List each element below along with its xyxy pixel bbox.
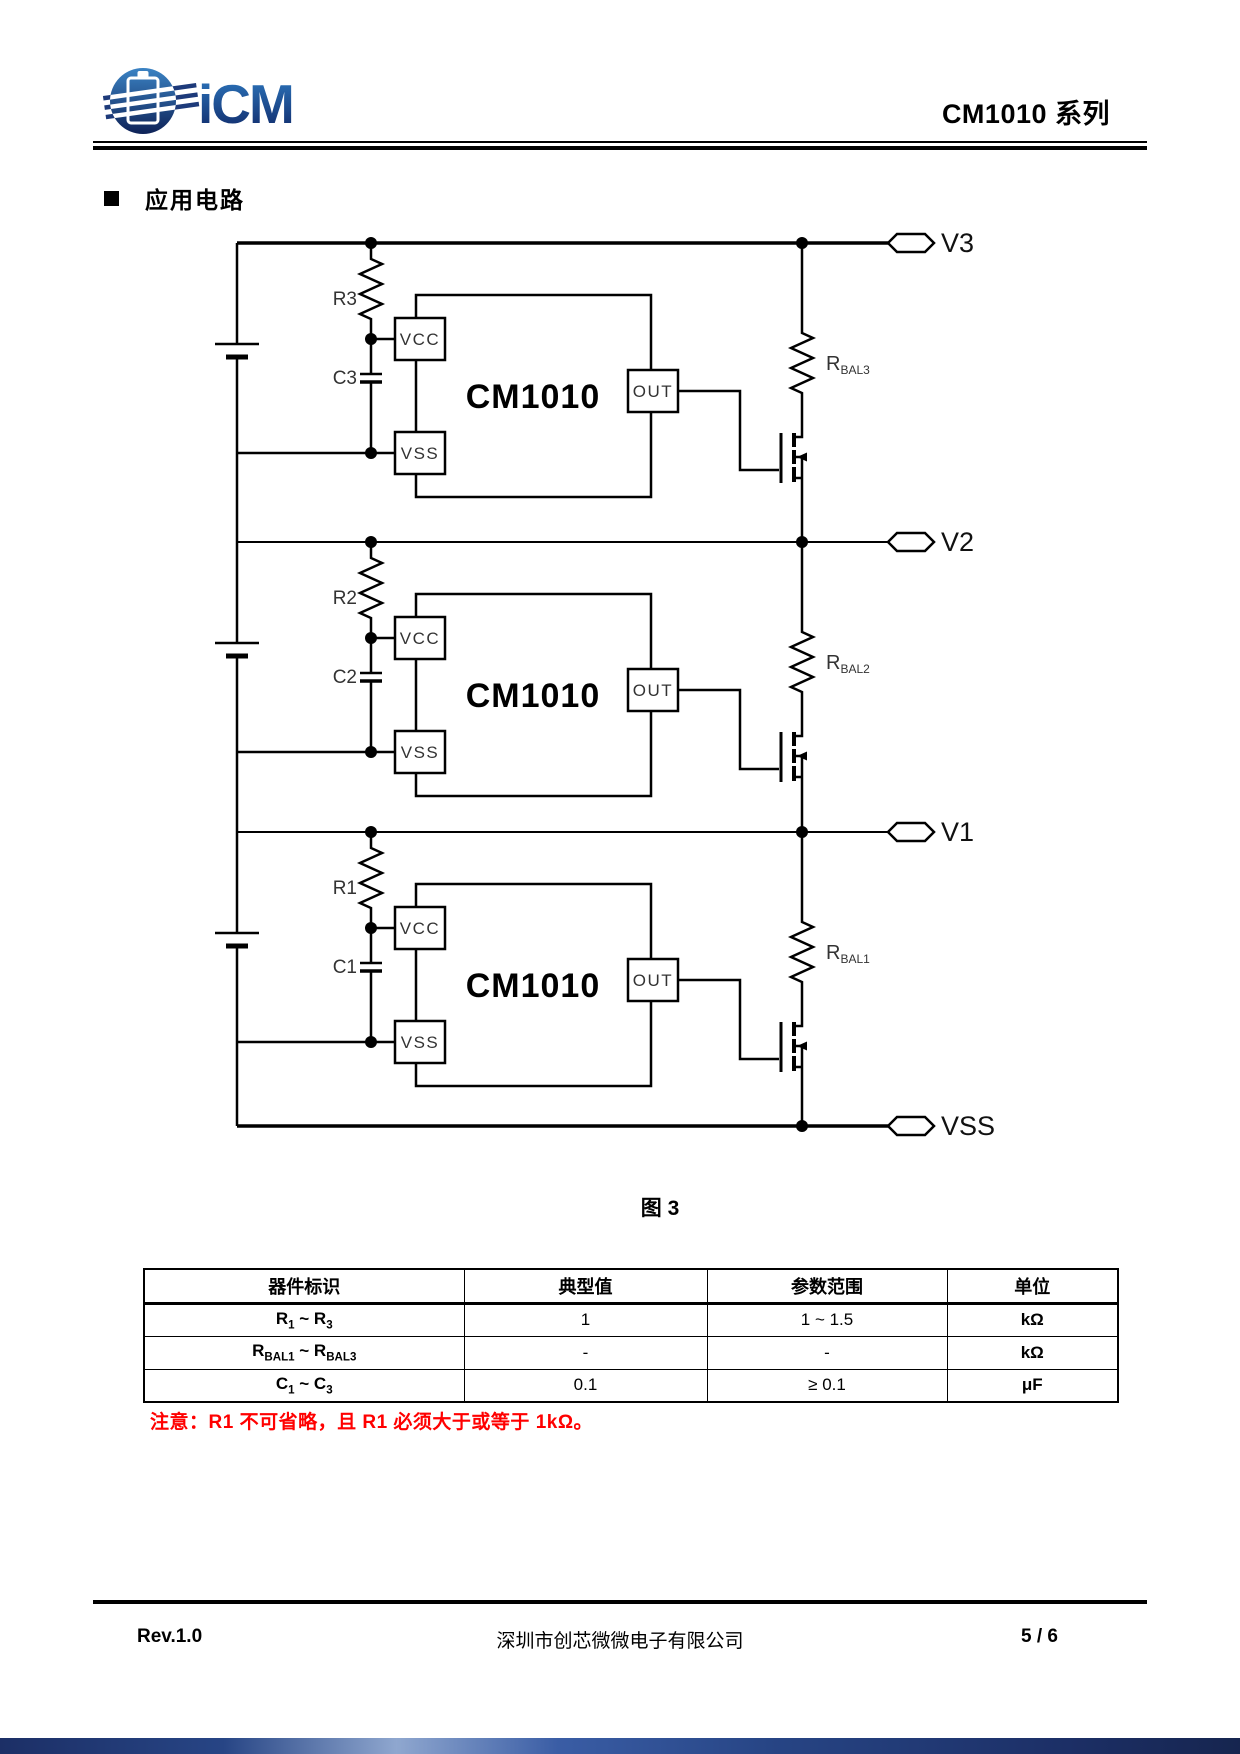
cell-typical: -: [463, 1335, 708, 1370]
resistor-label-rbal2: RBAL2: [826, 652, 870, 676]
footer-rule: [93, 1600, 1147, 1604]
pin-box-vcc: [393, 615, 447, 661]
pin-label-out: OUT: [633, 382, 673, 401]
resistor-label-r1: R1: [333, 878, 357, 899]
cell-typical: 1: [463, 1302, 708, 1337]
mosfet-2: [779, 732, 807, 832]
terminal-v3: [886, 232, 936, 254]
resistor-label-rbal1: RBAL1: [826, 942, 870, 966]
terminal-v2: [886, 531, 936, 553]
resistor-rbal3: [787, 243, 817, 439]
col-header-typical: 典型值: [463, 1268, 708, 1305]
table-row-r: R1 ~ R3 1 1 ~ 1.5 kΩ: [143, 1302, 1119, 1337]
out-to-gate-wire: [678, 389, 779, 472]
pin-box-vss: [393, 430, 447, 476]
battery-cell-1-icon: [215, 931, 259, 949]
col-header-unit: 单位: [946, 1268, 1119, 1305]
figure-caption: 图 3: [640, 1197, 680, 1220]
pin-box-out: [626, 368, 680, 414]
col-header-designator: 器件标识: [143, 1268, 465, 1305]
out-to-gate-wire: [678, 688, 779, 771]
cell-unit: μF: [946, 1368, 1119, 1403]
logo-text: iCM: [198, 73, 293, 135]
cell-range: ≥ 0.1: [706, 1368, 948, 1403]
resistor-rbal2: [787, 542, 817, 738]
capacitor-label-c3: C3: [333, 368, 357, 389]
chip-outline: [414, 592, 653, 798]
terminal-label-vss: VSS: [941, 1111, 995, 1141]
col-header-range: 参数范围: [706, 1268, 948, 1305]
pin-label-vcc: VCC: [400, 330, 440, 349]
cell-designator: C1 ~ C3: [143, 1368, 465, 1403]
terminal-label-v1: V1: [941, 817, 974, 847]
footer-page-number: 5 / 6: [1021, 1626, 1058, 1647]
footer-company: 深圳市创芯微微电子有限公司: [496, 1631, 744, 1652]
terminal-v1: [886, 821, 936, 843]
out-to-gate-wire: [678, 978, 779, 1061]
capacitor-c1: [360, 961, 382, 973]
resistor-r2: [356, 542, 386, 638]
cell-range: 1 ~ 1.5: [706, 1302, 948, 1337]
pin-box-vss: [393, 1019, 447, 1065]
terminal-vss: [886, 1115, 936, 1137]
battery-cell-2-icon: [215, 641, 259, 659]
chip-outline: [414, 293, 653, 499]
resistor-label-rbal3: RBAL3: [826, 353, 870, 377]
cell-designator: RBAL1 ~ RBAL3: [143, 1335, 465, 1370]
resistor-label-r3: R3: [333, 289, 357, 310]
section-heading: 应用电路: [104, 181, 245, 215]
pin-label-out: OUT: [633, 681, 673, 700]
pin-label-vss: VSS: [401, 1033, 440, 1052]
pin-box-vss: [393, 729, 447, 775]
terminal-label-v3: V3: [941, 228, 974, 258]
footer-revision: Rev.1.0: [137, 1626, 203, 1647]
pin-box-vcc: [393, 316, 447, 362]
bottom-brand-bar: [0, 1738, 1240, 1754]
capacitor-label-c2: C2: [333, 667, 357, 688]
cell-unit: kΩ: [946, 1302, 1119, 1337]
table-row-rbal: RBAL1 ~ RBAL3 - - kΩ: [143, 1335, 1119, 1370]
cm1010-block-3: CM1010 VCC VSS OUT R3 C3 RBAL3 V3: [237, 228, 974, 542]
chip-outline: [414, 882, 653, 1088]
chip-label: CM1010: [466, 677, 601, 715]
section-title: 应用电路: [145, 187, 245, 213]
terminal-label-v2: V2: [941, 527, 974, 557]
cell-range: -: [706, 1335, 948, 1370]
resistor-rbal1: [787, 832, 817, 1028]
cell-unit: kΩ: [946, 1335, 1119, 1370]
table-row-c: C1 ~ C3 0.1 ≥ 0.1 μF: [143, 1368, 1119, 1403]
pin-label-vcc: VCC: [400, 629, 440, 648]
header-rule: [93, 141, 1147, 150]
resistor-label-r2: R2: [333, 588, 357, 609]
capacitor-c3: [360, 372, 382, 384]
chip-label: CM1010: [466, 378, 601, 416]
capacitor-label-c1: C1: [333, 957, 357, 978]
page-title: CM1010 系列: [941, 99, 1110, 129]
table-header-row: 器件标识 典型值 参数范围 单位: [143, 1268, 1119, 1305]
resistor-r1: [356, 832, 386, 928]
square-bullet-icon: [104, 190, 119, 206]
pin-label-vcc: VCC: [400, 919, 440, 938]
pin-label-vss: VSS: [401, 444, 440, 463]
resistor-r3: [356, 243, 386, 339]
icm-logo: iCM: [102, 68, 295, 135]
pin-label-vss: VSS: [401, 743, 440, 762]
pin-box-vcc: [393, 905, 447, 951]
cm1010-block-1: CM1010 VCC VSS OUT R1 C1 RBAL1 V1: [237, 817, 974, 1126]
parameter-table: 器件标识 典型值 参数范围 单位 R1 ~ R3 1 1 ~ 1.5 kΩ RB…: [143, 1268, 1119, 1403]
mosfet-1: [779, 1022, 807, 1126]
cell-typical: 0.1: [463, 1368, 708, 1403]
capacitor-c2: [360, 671, 382, 683]
cell-designator: R1 ~ R3: [143, 1302, 465, 1337]
pin-box-out: [626, 667, 680, 713]
mosfet-3: [779, 433, 807, 542]
battery-cell-3-icon: [215, 342, 259, 360]
battery-stack-bus: [215, 243, 259, 1126]
cm1010-block-2: CM1010 VCC VSS OUT R2 C2 RBAL2 V2: [237, 527, 974, 832]
pin-label-out: OUT: [633, 971, 673, 990]
chip-label: CM1010: [466, 967, 601, 1005]
warning-note: 注意：R1 不可省略，且 R1 必须大于或等于 1kΩ。: [150, 1412, 594, 1433]
terminal-vss-group: VSS: [796, 1111, 995, 1141]
